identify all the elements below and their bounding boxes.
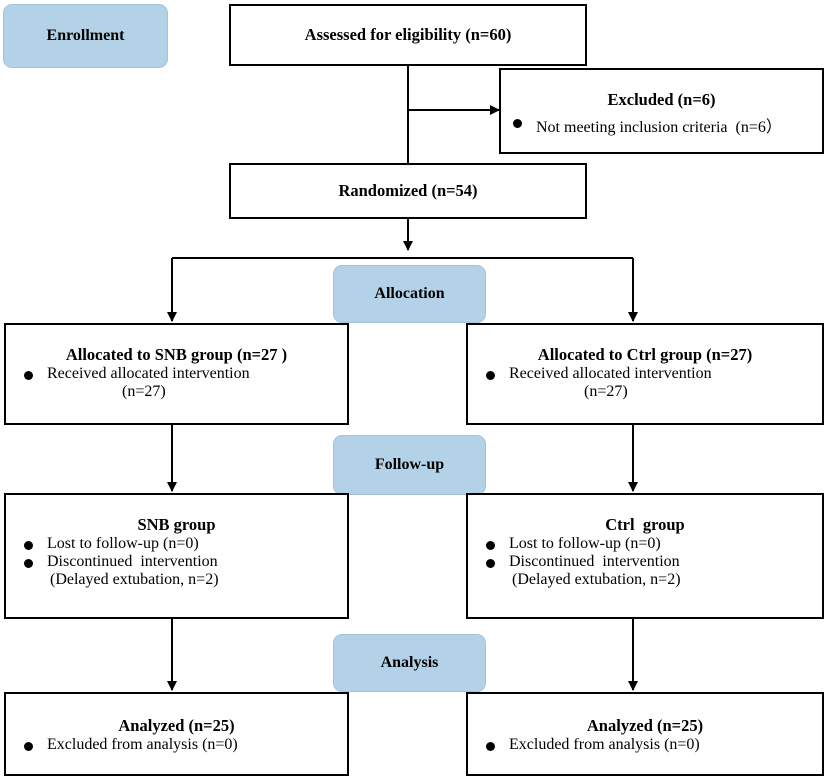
analysis-ctrl-item: Excluded from analysis (n=0) bbox=[509, 736, 700, 753]
randomized-title: Randomized (n=54) bbox=[338, 181, 478, 200]
bullet-icon bbox=[486, 559, 495, 568]
allocation-label: Allocation bbox=[333, 265, 486, 323]
allocated-ctrl-box: Allocated to Ctrl group (n=27) Received … bbox=[466, 323, 824, 425]
bullet-icon bbox=[486, 371, 495, 380]
enrollment-label: Enrollment bbox=[3, 4, 168, 68]
excluded-item: Not meeting inclusion criteria (n=6） bbox=[536, 119, 782, 136]
bullet-icon bbox=[24, 742, 33, 751]
bullet-icon bbox=[24, 371, 33, 380]
allocated-snb-box: Allocated to SNB group (n=27 ) Received … bbox=[4, 323, 349, 425]
allocated-snb-item-sub: (n=27) bbox=[122, 383, 166, 400]
analysis-snb-box: Analyzed (n=25) Excluded from analysis (… bbox=[4, 692, 349, 776]
followup-snb-item-lost: Lost to follow-up (n=0) bbox=[47, 535, 199, 552]
excluded-title: Excluded (n=6) bbox=[607, 90, 716, 109]
allocated-ctrl-item-sub: (n=27) bbox=[584, 383, 628, 400]
followup-snb-box: SNB group Lost to follow-up (n=0) Discon… bbox=[4, 493, 349, 619]
followup-snb-item-discontinued: Discontinued intervention bbox=[47, 553, 218, 570]
followup-label: Follow-up bbox=[333, 435, 486, 495]
allocated-ctrl-title: Allocated to Ctrl group (n=27) bbox=[537, 345, 753, 364]
bullet-icon bbox=[24, 541, 33, 550]
analysis-ctrl-box: Analyzed (n=25) Excluded from analysis (… bbox=[466, 692, 824, 776]
followup-ctrl-item-lost: Lost to follow-up (n=0) bbox=[509, 535, 661, 552]
bullet-icon bbox=[486, 742, 495, 751]
bullet-icon bbox=[24, 559, 33, 568]
allocated-ctrl-item: Received allocated intervention bbox=[509, 365, 712, 382]
analysis-snb-item: Excluded from analysis (n=0) bbox=[47, 736, 238, 753]
excluded-box: Excluded (n=6) Not meeting inclusion cri… bbox=[499, 68, 824, 154]
analysis-snb-title: Analyzed (n=25) bbox=[118, 716, 235, 735]
followup-ctrl-box: Ctrl group Lost to follow-up (n=0) Disco… bbox=[466, 493, 824, 619]
analysis-label: Analysis bbox=[333, 634, 486, 692]
randomized-box: Randomized (n=54) bbox=[229, 163, 587, 219]
allocated-snb-item: Received allocated intervention bbox=[47, 365, 250, 382]
assessed-box: Assessed for eligibility (n=60) bbox=[229, 4, 587, 66]
followup-ctrl-item-sub: (Delayed extubation, n=2) bbox=[512, 571, 681, 588]
followup-snb-item-sub: (Delayed extubation, n=2) bbox=[50, 571, 219, 588]
bullet-icon bbox=[513, 119, 522, 128]
analysis-ctrl-title: Analyzed (n=25) bbox=[586, 716, 704, 735]
assessed-title: Assessed for eligibility (n=60) bbox=[304, 25, 512, 44]
followup-ctrl-item-discontinued: Discontinued intervention bbox=[509, 553, 680, 570]
allocated-snb-title: Allocated to SNB group (n=27 ) bbox=[65, 345, 288, 364]
followup-snb-title: SNB group bbox=[137, 515, 216, 534]
followup-ctrl-title: Ctrl group bbox=[605, 515, 685, 534]
bullet-icon bbox=[486, 541, 495, 550]
